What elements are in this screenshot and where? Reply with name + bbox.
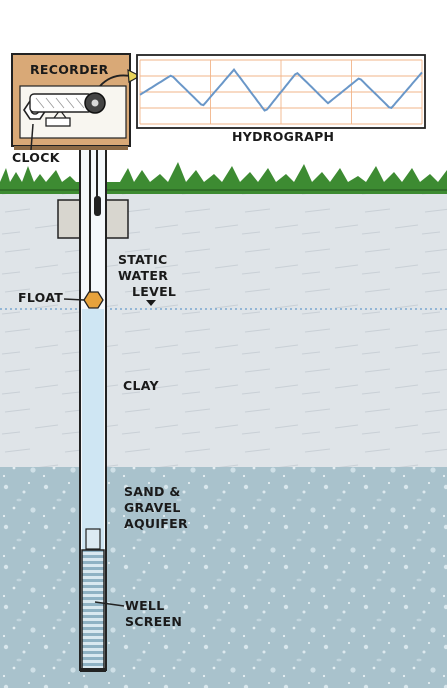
- well-screen-label-line1: Well: [125, 598, 164, 613]
- concrete-pad: [57, 199, 129, 239]
- recorder-to-hydrograph-arrow: [99, 74, 131, 87]
- float: [83, 291, 104, 309]
- float-label: Float: [18, 290, 63, 305]
- aquifer-label-line1: Sand &: [124, 484, 181, 499]
- static-label-line3: Level: [132, 284, 176, 299]
- hydrograph-line: [139, 67, 423, 112]
- recorder-label: Recorder: [30, 62, 109, 77]
- clock-label: Clock: [12, 150, 61, 165]
- static-label-line2: Water: [118, 268, 168, 283]
- water-level-marker-icon: [146, 300, 156, 306]
- grass: [0, 162, 447, 194]
- aquifer-label-line3: Aquifer: [124, 516, 188, 531]
- well-screen: [81, 549, 105, 671]
- recorder-drum: [29, 92, 106, 114]
- static-label-line1: Static: [118, 252, 167, 267]
- inner-pipe: [85, 528, 101, 550]
- aquifer-layer: [0, 467, 447, 688]
- hydrograph-label: Hydrograph: [232, 129, 334, 144]
- clay-label: Clay: [123, 378, 160, 393]
- aquifer-label-line2: Gravel: [124, 500, 181, 515]
- counterweight: [94, 196, 101, 216]
- well-screen-label-line2: Screen: [125, 614, 182, 629]
- hydrograph-chart: [136, 54, 426, 129]
